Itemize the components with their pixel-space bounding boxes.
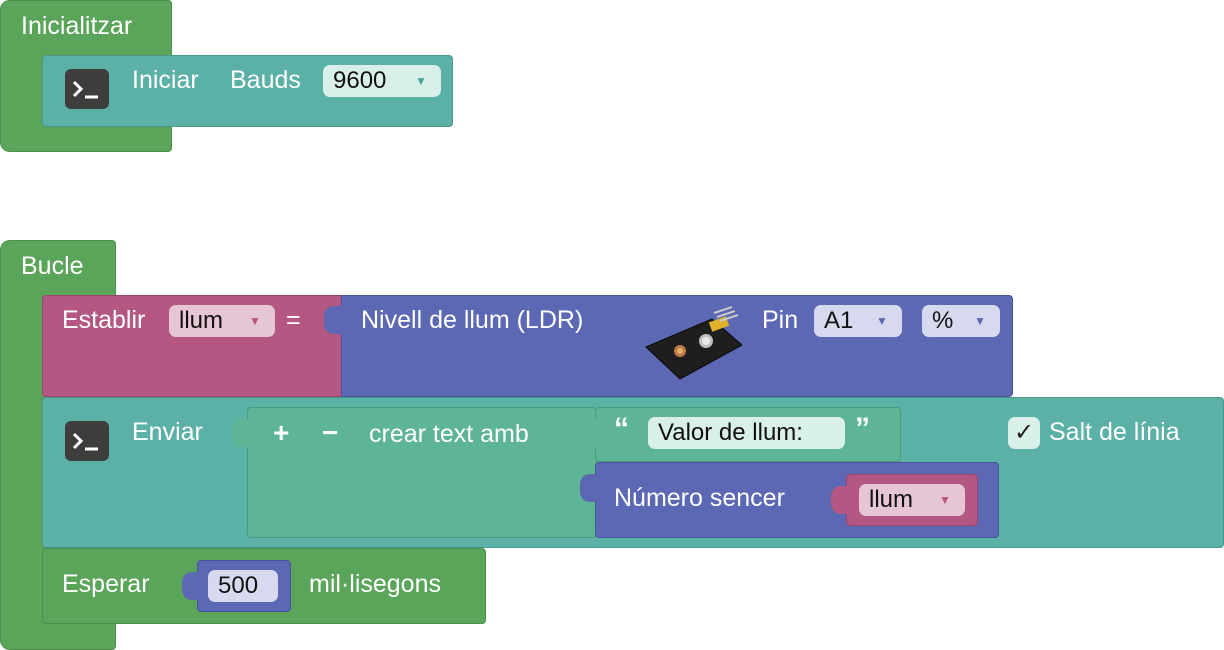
ldr-sensor-image (642, 303, 743, 383)
chevron-down-icon: ▼ (249, 314, 261, 328)
create-text-label: crear text amb (369, 420, 529, 448)
serial-print-label: Enviar (132, 418, 203, 446)
input-connector (831, 486, 849, 514)
delay-value-field[interactable]: 500 (208, 570, 278, 602)
input-connector (580, 419, 598, 447)
unit-dropdown[interactable]: % ▼ (922, 305, 1000, 337)
pin-label: Pin (762, 306, 799, 334)
chevron-down-icon: ▼ (939, 493, 951, 507)
chevron-down-icon: ▼ (415, 74, 427, 88)
variable-get-dropdown[interactable]: llum ▼ (859, 484, 965, 516)
variable-name: llum (179, 307, 224, 334)
chevron-down-icon: ▼ (876, 314, 888, 328)
integer-label: Número sencer (614, 484, 785, 512)
bauds-value: 9600 (333, 67, 387, 94)
unit-value: % (932, 307, 954, 334)
newline-checkbox[interactable]: ✓ (1008, 417, 1040, 449)
set-variable-label: Establir (62, 306, 146, 334)
quote-open-icon: “ (614, 412, 629, 445)
delay-label: Esperar (62, 570, 150, 598)
delay-value: 500 (218, 572, 259, 599)
pin-value: A1 (824, 307, 854, 334)
text-value-field[interactable]: Valor de llum: (648, 417, 845, 449)
pin-dropdown[interactable]: A1 ▼ (814, 305, 902, 337)
chevron-down-icon: ▼ (974, 314, 986, 328)
add-item-button[interactable]: + (273, 417, 290, 448)
setup-block-head[interactable] (0, 0, 172, 56)
loop-block-title: Bucle (21, 252, 84, 280)
variable-get-name: llum (869, 486, 914, 513)
terminal-icon (65, 421, 109, 461)
variable-dropdown[interactable]: llum ▼ (169, 305, 275, 337)
setup-block-title: Inicialitzar (21, 12, 133, 40)
delay-unit-label: mil·lisegons (309, 570, 441, 598)
input-connector (580, 474, 598, 502)
input-connector (182, 572, 200, 600)
bauds-dropdown[interactable]: 9600 ▼ (323, 65, 441, 97)
ldr-sensor-label: Nivell de llum (LDR) (361, 306, 584, 334)
create-text-block[interactable] (247, 407, 597, 538)
text-value: Valor de llum: (658, 419, 803, 446)
bauds-label: Bauds (230, 66, 301, 94)
input-connector (324, 306, 344, 334)
quote-close-icon: ” (855, 412, 870, 445)
equals-sign: = (286, 306, 301, 334)
newline-label: Salt de línia (1049, 418, 1180, 446)
input-connector (232, 419, 250, 447)
remove-item-button[interactable]: − (322, 417, 339, 448)
serial-begin-label: Iniciar (132, 66, 199, 94)
terminal-icon (65, 69, 109, 109)
checkmark-icon: ✓ (1013, 419, 1035, 446)
